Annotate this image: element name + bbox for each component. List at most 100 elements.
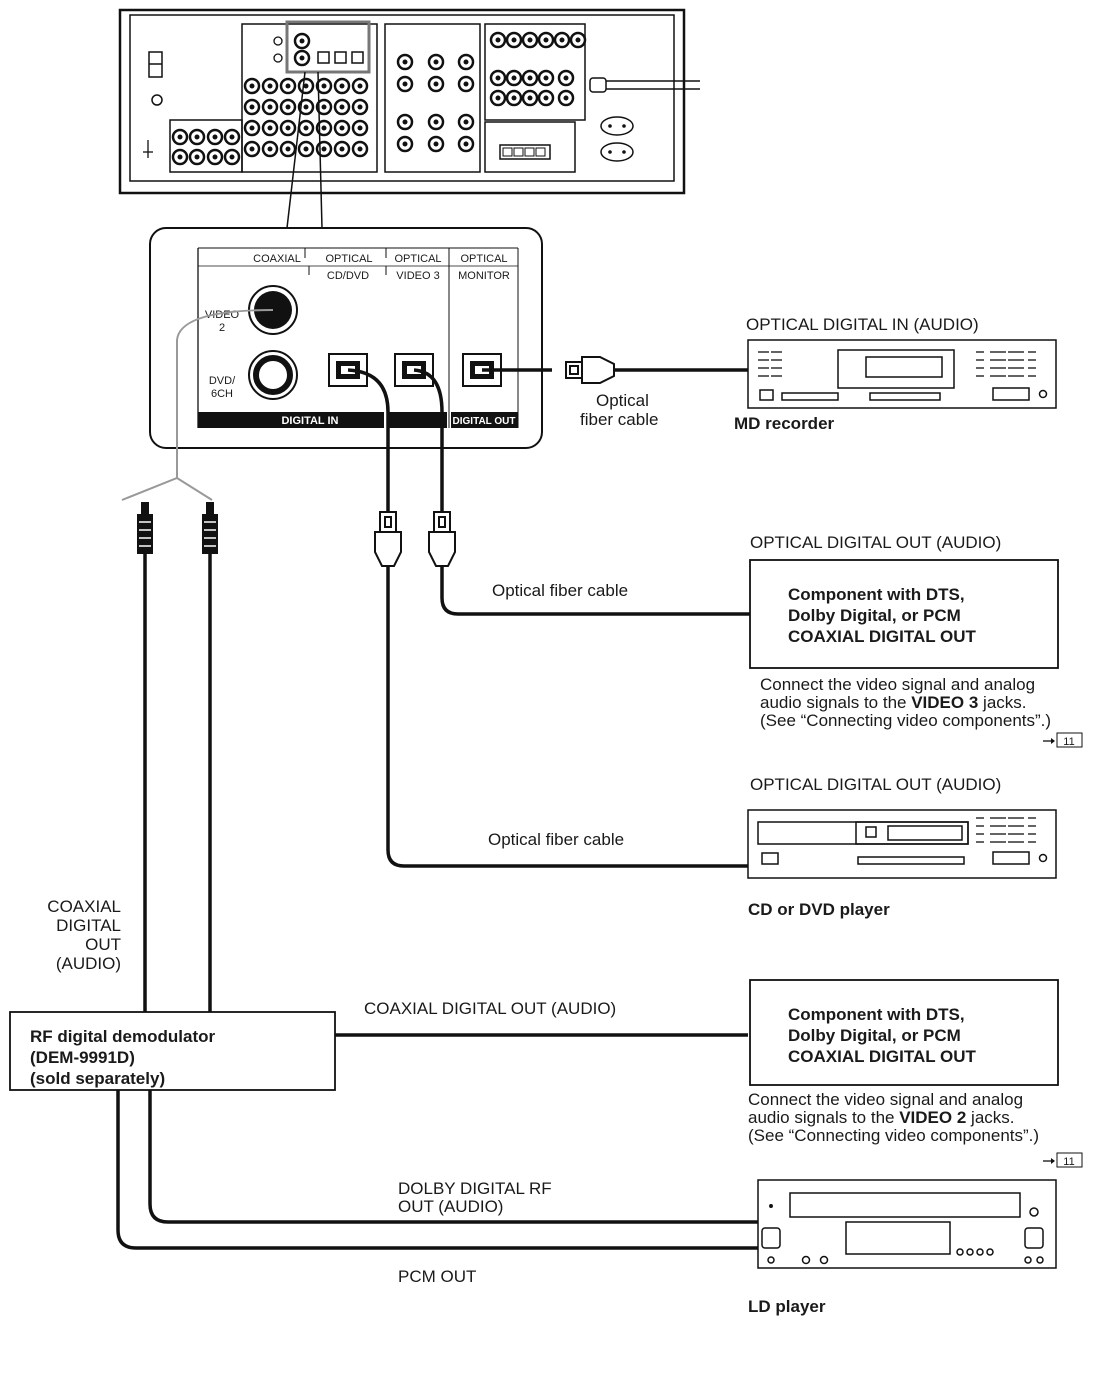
- optical-header-3: OPTICAL: [460, 253, 507, 265]
- rca-jack: [489, 31, 507, 49]
- optical-plug-cd: [374, 511, 402, 567]
- video3-page-ref: 11: [1063, 736, 1074, 748]
- rca-jack: [427, 113, 445, 131]
- ld-pcm-label: PCM OUT: [398, 1267, 476, 1286]
- video3-component-box: [749, 559, 1059, 669]
- rca-jack: [171, 148, 189, 166]
- rca-jack: [396, 75, 414, 93]
- video2-note-line3: (See “Connecting video components”.): [748, 1126, 1039, 1145]
- rca-jack: [315, 77, 333, 95]
- rca-jack: [293, 49, 311, 67]
- optical-plug-video3: [428, 511, 456, 567]
- rca-jack: [261, 77, 279, 95]
- rca-jack: [457, 75, 475, 93]
- rca-jack: [489, 89, 507, 107]
- receiver-rear-panel: [118, 8, 700, 195]
- rca-jack: [333, 119, 351, 137]
- rca-jack: [243, 140, 261, 158]
- rca-jack: [333, 98, 351, 116]
- rca-jack: [279, 77, 297, 95]
- rca-jack: [489, 69, 507, 87]
- rca-jack: [569, 31, 587, 49]
- cd-heading: OPTICAL DIGITAL OUT (AUDIO): [750, 775, 1001, 794]
- ld-player-device: [757, 1179, 1057, 1269]
- md-heading: OPTICAL DIGITAL IN (AUDIO): [746, 315, 979, 334]
- video2-page-ref: 11: [1063, 1156, 1074, 1168]
- monitor-header: MONITOR: [458, 270, 510, 282]
- cd-dvd-header: CD/DVD: [327, 270, 369, 282]
- rca-jack: [427, 75, 445, 93]
- md-recorder-device: [747, 339, 1057, 409]
- rca-plug-right: [202, 502, 218, 554]
- rca-jack: [223, 128, 241, 146]
- dvd-coaxial-jack: [253, 355, 293, 395]
- rca-jack: [457, 135, 475, 153]
- rca-jack: [293, 32, 311, 50]
- rca-jack: [396, 53, 414, 71]
- zoom-line-right: [317, 71, 323, 229]
- rca-jack: [396, 113, 414, 131]
- video2-page-ref-icon: 11: [1043, 1152, 1083, 1168]
- rca-jack: [315, 119, 333, 137]
- video2-note-line1: Connect the video signal and analog: [748, 1090, 1023, 1109]
- digital-panel: COAXIAL OPTICAL OPTICAL OPTICAL CD/DVD V…: [149, 227, 543, 449]
- video3-component-heading: OPTICAL DIGITAL OUT (AUDIO): [750, 533, 1001, 552]
- rca-jack: [457, 53, 475, 71]
- video3-cable-label: Optical fiber cable: [492, 581, 628, 600]
- rca-jack: [297, 98, 315, 116]
- video2-number: 2: [219, 322, 225, 334]
- video2-component-heading: COAXIAL DIGITAL OUT (AUDIO): [364, 999, 616, 1018]
- cd-button-rows: [976, 817, 1036, 843]
- rca-jack: [261, 98, 279, 116]
- rca-jack: [521, 89, 539, 107]
- rca-jack: [557, 89, 575, 107]
- cables: [116, 309, 758, 1250]
- coaxial-label-3: OUT: [85, 935, 121, 954]
- rca-jack: [427, 53, 445, 71]
- md-button-rows: [758, 351, 1036, 377]
- rca-jack: [188, 128, 206, 146]
- rca-jack: [537, 89, 555, 107]
- rca-jack: [557, 69, 575, 87]
- rf-demodulator-box: [9, 1011, 336, 1091]
- rf-line3: (sold separately): [30, 1069, 165, 1088]
- rca-jack: [351, 140, 369, 158]
- rca-jack: [206, 128, 224, 146]
- rca-jack: [505, 69, 523, 87]
- rca-jack: [537, 31, 555, 49]
- zoom-line-left: [286, 71, 306, 229]
- rca-jack: [297, 77, 315, 95]
- coaxial-label-4: (AUDIO): [56, 954, 121, 973]
- optical-header-2: OPTICAL: [394, 253, 441, 265]
- rf-line1: RF digital demodulator: [30, 1027, 215, 1046]
- rca-jack: [188, 148, 206, 166]
- video3-box-line1: Component with DTS,: [788, 585, 965, 604]
- rca-jack: [279, 119, 297, 137]
- digital-out-label: DIGITAL OUT: [453, 416, 516, 427]
- cd-cable-label: Optical fiber cable: [488, 830, 624, 849]
- video3-page-ref-icon: 11: [1043, 732, 1083, 748]
- rca-jack: [206, 148, 224, 166]
- rca-jack: [279, 140, 297, 158]
- coaxial-label-1: COAXIAL: [47, 897, 121, 916]
- rca-jack: [261, 140, 279, 158]
- video2-note-line2: audio signals to the VIDEO 2 jacks.: [748, 1108, 1015, 1127]
- ld-dolby-label-2: OUT (AUDIO): [398, 1197, 503, 1216]
- rca-jack: [553, 31, 571, 49]
- rca-jack: [505, 89, 523, 107]
- video3-note-line1: Connect the video signal and analog: [760, 675, 1035, 694]
- rca-jack: [171, 128, 189, 146]
- rca-jack: [223, 148, 241, 166]
- video3-box-line3: COAXIAL DIGITAL OUT: [788, 627, 977, 646]
- video2-component-box: [749, 979, 1059, 1086]
- rca-jack: [333, 140, 351, 158]
- rca-jack: [333, 77, 351, 95]
- rca-jack: [396, 135, 414, 153]
- md-cable-label-2: fiber cable: [580, 410, 658, 429]
- rca-jack: [243, 98, 261, 116]
- rca-jack: [351, 77, 369, 95]
- cd-player-name: CD or DVD player: [748, 900, 890, 919]
- 6ch-label: 6CH: [211, 388, 233, 400]
- coaxial-label-2: DIGITAL: [56, 916, 121, 935]
